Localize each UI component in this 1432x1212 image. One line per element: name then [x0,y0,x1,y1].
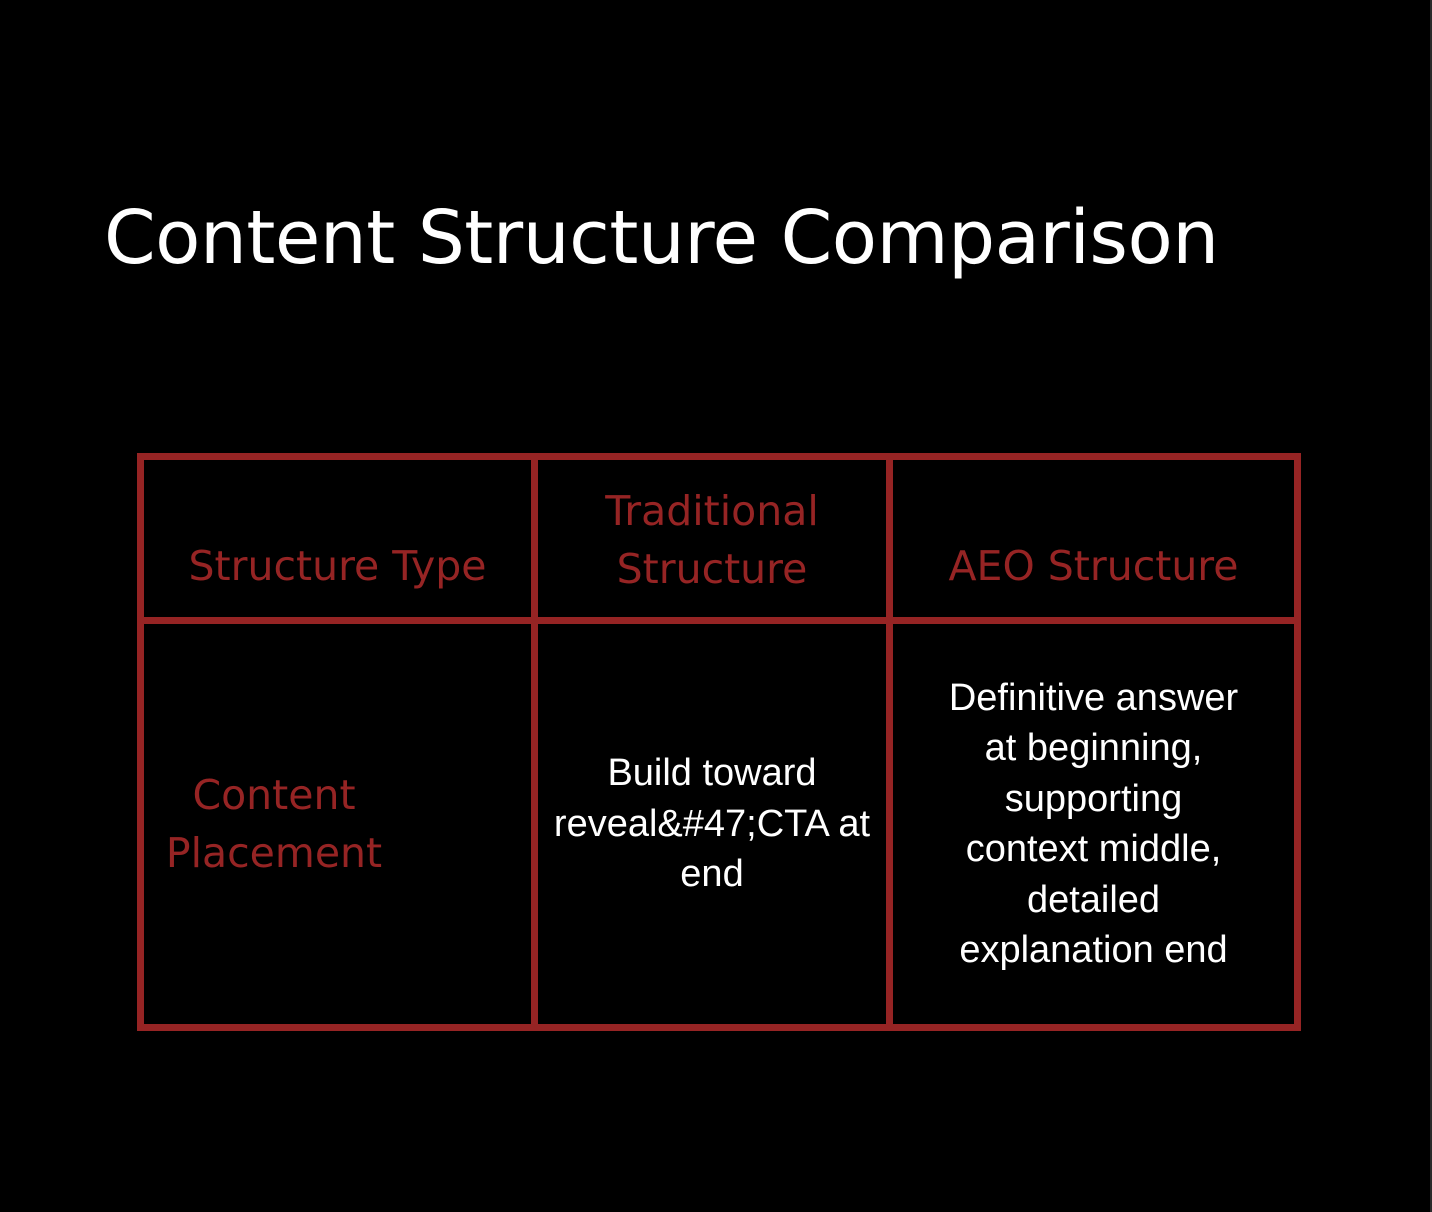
header-aeo-structure: AEO Structure [886,453,1301,624]
page-title: Content Structure Comparison [104,195,1219,281]
table-header-row: Structure Type Traditional Structure AEO… [137,453,1301,624]
header-traditional-structure: Traditional Structure [531,453,893,624]
row-label-text: Content Placement [165,771,383,877]
header-traditional-label: Traditional Structure [605,487,819,593]
table-row: Content Placement Build toward reveal&#4… [137,617,1301,1031]
header-structure-type: Structure Type [137,453,538,624]
comparison-table: Structure Type Traditional Structure AEO… [137,453,1301,1031]
cell-traditional: Build toward reveal&#47;CTA at end [531,617,893,1031]
page-edge [1430,0,1432,1212]
row-label-content-placement: Content Placement [137,617,538,1031]
cell-aeo-text: Definitive answer at beginning, supporti… [948,676,1239,972]
cell-aeo: Definitive answer at beginning, supporti… [886,617,1301,1031]
cell-traditional-text: Build toward reveal&#47;CTA at end [553,752,871,896]
